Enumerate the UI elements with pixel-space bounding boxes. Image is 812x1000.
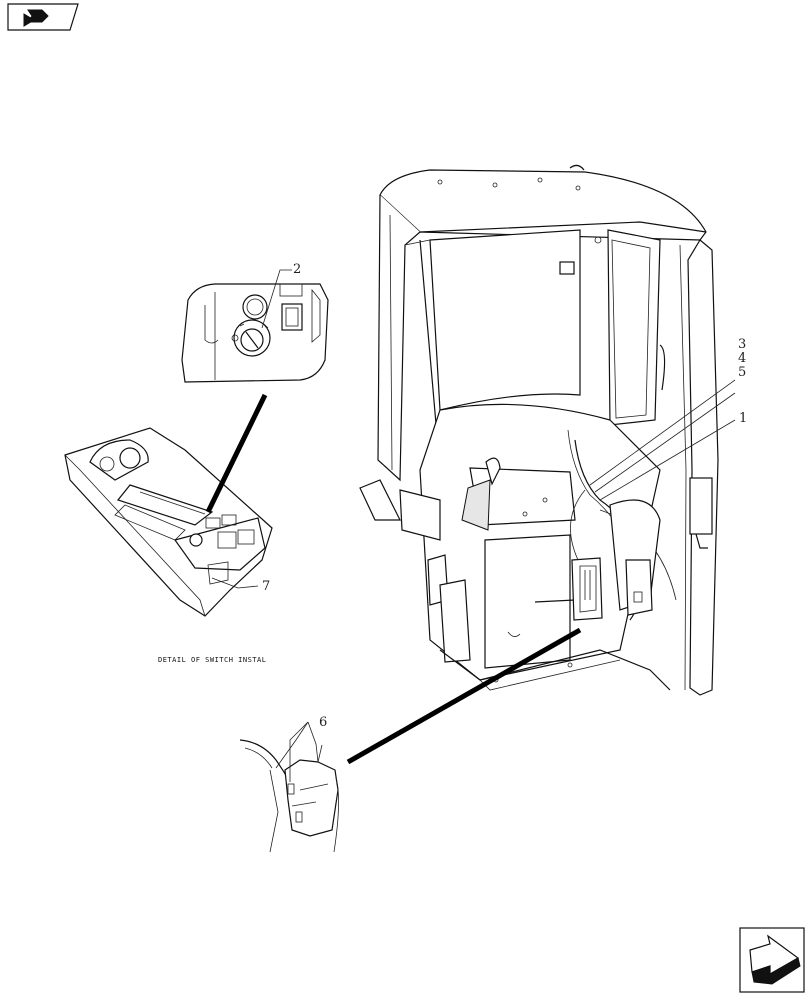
callout-2: 2: [293, 262, 301, 277]
wiring-detail-closeup: [239, 739, 339, 853]
callout-5: 5: [738, 365, 746, 380]
callout-7: 7: [262, 579, 270, 594]
detail-caption: DETAIL OF SWITCH INSTAL: [158, 656, 266, 664]
forward-arrow-icon[interactable]: [739, 927, 805, 993]
callout-1: 1: [739, 411, 747, 426]
switch-detail-closeup: [181, 283, 329, 383]
console-detail: [64, 427, 273, 617]
callout-3: 3: [738, 337, 746, 352]
callout-4: 4: [738, 351, 746, 366]
callout-6: 6: [319, 715, 327, 730]
back-arrow-icon[interactable]: [7, 3, 79, 31]
cab-assembly: [359, 164, 719, 696]
